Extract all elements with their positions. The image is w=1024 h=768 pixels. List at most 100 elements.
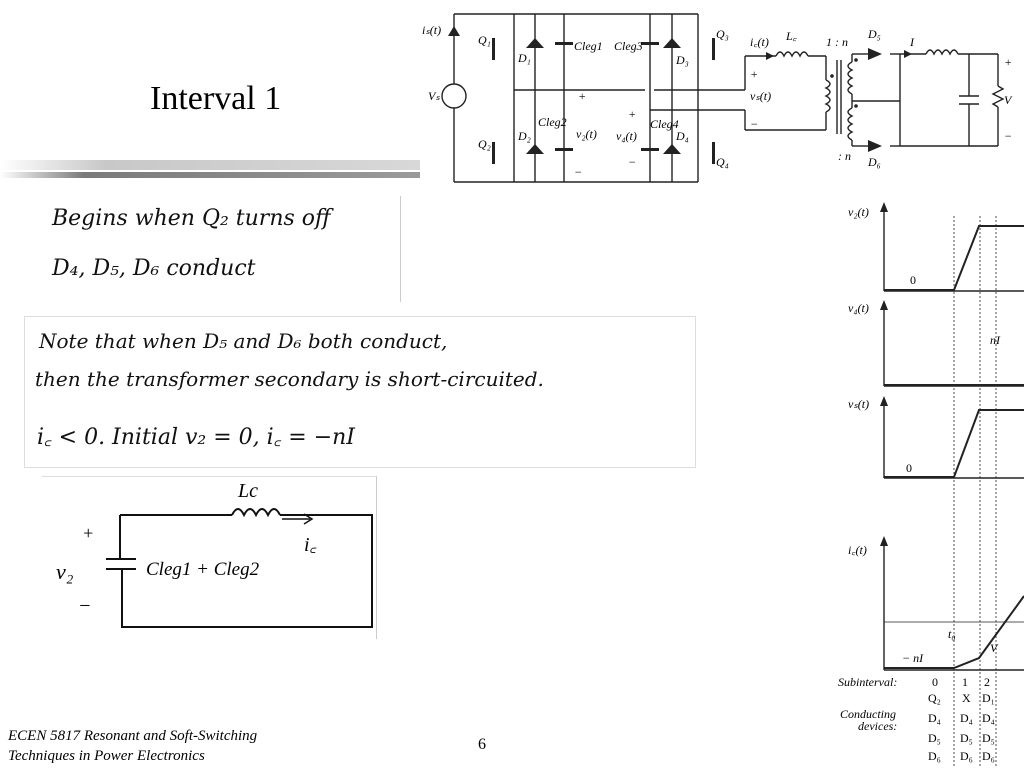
vg-label: Vₛ xyxy=(428,89,440,103)
q2-label: Q₂ xyxy=(478,137,491,151)
note-line-conduct: D₄, D₅, D₆ conduct xyxy=(52,256,256,281)
cleg2-label: Cleg2 xyxy=(538,115,567,129)
note-line-initial: i꜀ < 0. Initial v₂ = 0, i꜀ = −nI xyxy=(37,425,355,450)
vout-plus: + xyxy=(1004,55,1012,69)
v2-axis-label: v₂(t) xyxy=(848,205,869,219)
note-line-transformer: then the transformer secondary is short-… xyxy=(35,367,544,391)
note-panel-3: + − v₂ Lc i꜀ Cleg1 + Cleg2 xyxy=(42,476,377,639)
page-number: 6 xyxy=(478,736,486,753)
output-current-label: I xyxy=(909,35,915,49)
sketch-plus: + xyxy=(82,523,94,543)
note-line-begins: Begins when Q₂ turns off xyxy=(52,206,331,231)
q3-label: Q₃ xyxy=(716,27,729,41)
vs-plus: + xyxy=(750,67,758,81)
device-cell: D₄ xyxy=(928,711,941,725)
voltage-source-symbol xyxy=(441,83,467,109)
device-cell: D₅ xyxy=(982,731,995,745)
cleg4-cap-symbol xyxy=(641,148,659,151)
turns-n-label: : n xyxy=(838,149,851,163)
q2-switch-symbol xyxy=(492,142,495,164)
t0-label: t₀ xyxy=(948,627,956,641)
inductor-symbol xyxy=(231,508,281,518)
device-cell: D₅ xyxy=(960,731,973,745)
subinterval-1: 1 xyxy=(962,675,968,689)
q1-label: Q₁ xyxy=(478,33,491,47)
d6-diode-symbol xyxy=(868,140,882,152)
device-cell: X xyxy=(962,691,971,705)
cleg3-label: Cleg3 xyxy=(614,39,643,53)
d4-diode-symbol xyxy=(663,144,681,154)
ic-waveform xyxy=(884,595,1024,669)
full-bridge-schematic: iₛ(t) Vₛ Q₁ Q₂ Q₃ Q₄ D₁ D₂ D₃ D₄ D₅ D₆ C… xyxy=(422,13,1013,183)
sketch-inductor-label: Lc xyxy=(237,480,258,502)
cleg2-cap-symbol xyxy=(555,148,573,151)
v2-schematic-label: v₂(t) xyxy=(576,127,597,141)
device-cell: D₆ xyxy=(928,749,941,763)
cleg1-cap-symbol xyxy=(555,42,573,45)
vs-zero-label: 0 xyxy=(906,461,912,475)
vs-minus: − xyxy=(750,117,758,131)
device-cell: D₆ xyxy=(982,749,995,763)
v4-axis-label: v₄(t) xyxy=(848,301,869,315)
note-line-when: Note that when D₅ and D₆ both conduct, xyxy=(39,329,448,353)
ig-label: iₛ(t) xyxy=(422,23,441,37)
subinterval-2: 2 xyxy=(984,675,990,689)
output-voltage-label: V xyxy=(1004,93,1013,107)
v4-plus: + xyxy=(628,107,636,121)
lc-circuit-sketch: + − v₂ Lc i꜀ Cleg1 + Cleg2 xyxy=(56,480,373,628)
d5-diode-symbol xyxy=(868,48,882,60)
ic-axis-label: i꜀(t) xyxy=(848,543,867,557)
note-panel-2: Note that when D₅ and D₆ both conduct, t… xyxy=(24,316,696,468)
vs-waveform xyxy=(884,409,1024,478)
lc-inductor-symbol xyxy=(775,51,809,58)
lc-schematic-label: L꜀ xyxy=(785,29,798,43)
subinterval-label: Subinterval: xyxy=(838,675,897,689)
vs-axis-label: vₛ(t) xyxy=(848,397,869,411)
slide-footer: ECEN 5817 Resonant and Soft-Switching Te… xyxy=(8,726,257,766)
v4-schematic-label: v₄(t) xyxy=(616,129,637,143)
turns-ratio-label: 1 : n xyxy=(826,35,848,49)
q4-label: Q₄ xyxy=(716,155,729,169)
device-cell: D₆ xyxy=(960,749,973,763)
footer-line-2: Techniques in Power Electronics xyxy=(8,748,205,764)
ic-schematic-label: i꜀(t) xyxy=(750,35,769,49)
vg-prime-label: V xyxy=(990,641,999,655)
v2-minus: − xyxy=(574,165,582,179)
v2-waveform xyxy=(884,225,1024,291)
footer-line-1: ECEN 5817 Resonant and Soft-Switching xyxy=(8,728,258,744)
d2-diode-symbol xyxy=(526,144,544,154)
device-cell: D₄ xyxy=(982,711,995,725)
devices-label: devices: xyxy=(858,719,897,733)
slide-title: Interval 1 xyxy=(150,80,282,117)
v2-plus: + xyxy=(578,89,586,103)
title-divider-bars xyxy=(0,160,420,178)
secondary-winding-bottom xyxy=(847,107,854,141)
v4-minus: − xyxy=(628,155,636,169)
d5-label: D₅ xyxy=(867,27,881,41)
d6-label: D₆ xyxy=(867,155,881,169)
vout-minus: − xyxy=(1004,129,1012,143)
cleg1-label: Cleg1 xyxy=(574,39,603,53)
device-cell: Q₂ xyxy=(928,691,941,705)
d4-label: D₄ xyxy=(675,129,689,143)
conducting-label: Conducting xyxy=(840,707,896,721)
d2-label: D₂ xyxy=(517,129,531,143)
d3-diode-symbol xyxy=(663,38,681,48)
subinterval-0: 0 xyxy=(932,675,938,689)
cleg3-cap-symbol xyxy=(641,42,659,45)
vs-schematic-label: vₛ(t) xyxy=(750,89,771,103)
sketch-v-label: v₂ xyxy=(56,559,74,584)
device-cell: D₅ xyxy=(928,731,941,745)
note-panel-1: Begins when Q₂ turns off D₄, D₅, D₆ cond… xyxy=(42,196,401,302)
primary-winding xyxy=(824,79,831,113)
sketch-current-label: i꜀ xyxy=(304,534,317,556)
ni-label: nI xyxy=(990,333,1001,347)
q3-switch-symbol xyxy=(712,38,715,60)
device-cell: D₁ xyxy=(982,691,995,705)
secondary-winding-top xyxy=(847,61,854,95)
d1-label: D₁ xyxy=(517,51,531,65)
waveform-timing-diagram: v₂(t) v₄(t) vₛ(t) i꜀(t) nI − nI t₀ V Sub… xyxy=(838,202,1024,768)
load-resistor-symbol xyxy=(991,85,1005,108)
cleg4-label: Cleg4 xyxy=(650,117,679,131)
output-inductor-symbol xyxy=(925,49,959,56)
